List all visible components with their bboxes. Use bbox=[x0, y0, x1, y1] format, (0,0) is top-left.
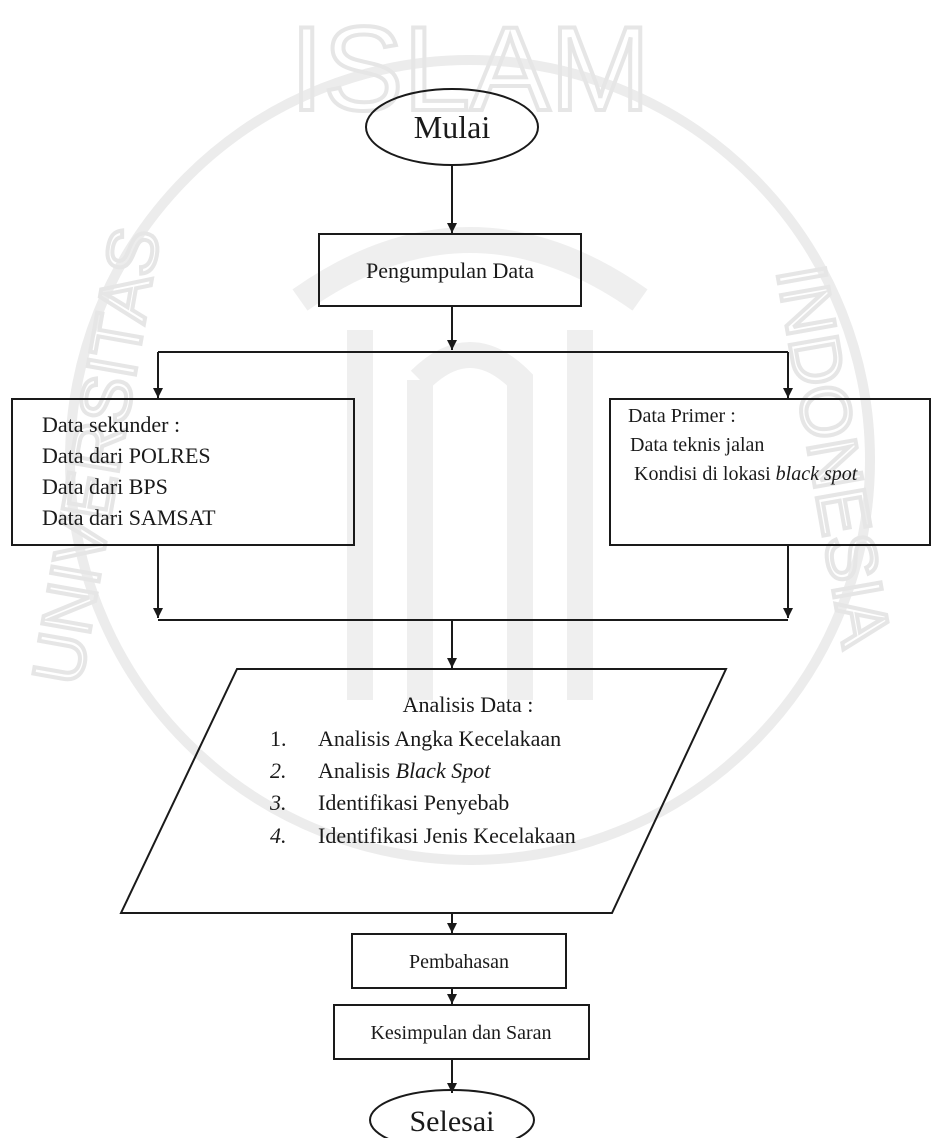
analysis-item-3-num: 3. bbox=[269, 790, 287, 815]
analysis-item-3: Identifikasi Penyebab bbox=[318, 790, 509, 815]
analysis-item-4: Identifikasi Jenis Kecelakaan bbox=[318, 823, 576, 848]
watermark-top-text: ISLAM bbox=[290, 2, 650, 136]
analysis-item-2-num: 2. bbox=[270, 758, 287, 783]
analysis-item-1: Analisis Angka Kecelakaan bbox=[318, 726, 561, 751]
discussion-label: Pembahasan bbox=[409, 951, 509, 973]
watermark-right-text: INDONESIA bbox=[762, 259, 906, 652]
secondary-item-3: Data dari SAMSAT bbox=[42, 505, 216, 530]
collect-label: Pengumpulan Data bbox=[366, 258, 534, 283]
secondary-title: Data sekunder : bbox=[42, 412, 180, 437]
analysis-title: Analisis Data : bbox=[403, 692, 534, 717]
secondary-item-1: Data dari POLRES bbox=[42, 443, 211, 468]
collect-process-box bbox=[318, 233, 582, 307]
end-label: Selesai bbox=[410, 1105, 495, 1138]
primary-title: Data Primer : bbox=[628, 405, 736, 427]
primary-data-box bbox=[609, 398, 931, 546]
analysis-data-parallelogram bbox=[119, 668, 728, 914]
primary-item-2-text: Kondisi di lokasi bbox=[634, 463, 776, 485]
primary-item-1: Data teknis jalan bbox=[630, 434, 764, 456]
conclusion-box bbox=[333, 1004, 590, 1060]
analysis-item-4-num: 4. bbox=[270, 823, 287, 848]
secondary-data-box bbox=[11, 398, 355, 546]
end-terminator bbox=[369, 1089, 535, 1138]
analysis-item-1-num: 1. bbox=[270, 726, 287, 751]
discussion-box bbox=[351, 933, 567, 989]
analysis-item-2-text: Analisis bbox=[318, 758, 396, 783]
primary-item-2: Kondisi di lokasi black spot bbox=[634, 463, 858, 485]
conclusion-label: Kesimpulan dan Saran bbox=[370, 1022, 551, 1044]
start-label: Mulai bbox=[414, 109, 491, 145]
primary-item-2-italic: black spot bbox=[776, 463, 858, 485]
analysis-item-2-italic: Black Spot bbox=[396, 758, 492, 783]
analysis-item-2: Analisis Black Spot bbox=[318, 758, 491, 783]
secondary-item-2: Data dari BPS bbox=[42, 474, 168, 499]
